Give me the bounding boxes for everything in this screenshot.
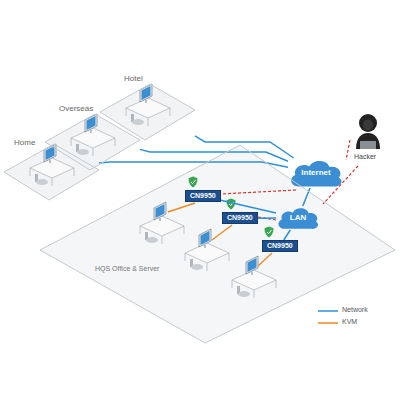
office-floor: CN9950LANCN9950CN9950HQS Office & Server	[40, 140, 395, 345]
kvm-line-sample	[318, 322, 338, 324]
site-label: Overseas	[59, 104, 93, 114]
network-link	[140, 149, 288, 161]
blocked-attack-line	[221, 190, 296, 194]
site-label: Home	[14, 138, 35, 148]
kvm-cables	[168, 203, 272, 266]
shield-icon	[264, 226, 274, 238]
shield-icon	[188, 176, 198, 188]
cloud-shape	[278, 208, 318, 229]
network-link	[99, 162, 288, 167]
outline-shape	[100, 84, 195, 140]
network-link	[195, 136, 294, 158]
remote-site-platform: Home	[4, 132, 99, 202]
network-label: Internet	[301, 168, 330, 178]
network-line-sample	[318, 310, 338, 312]
hacker-icon	[356, 114, 380, 149]
site-label: Hotel	[124, 74, 143, 84]
network-link	[303, 188, 310, 206]
outline	[100, 72, 195, 142]
actor-label: Hacker	[354, 153, 376, 161]
shields	[188, 176, 274, 238]
remote-site-platform: Hotel	[100, 72, 195, 142]
kvm-cable	[212, 225, 232, 240]
workstation	[232, 256, 276, 298]
legend-text: KVM	[342, 318, 357, 325]
device-label: CN9950	[190, 192, 216, 200]
network-link	[258, 217, 276, 219]
legend-samples	[318, 311, 338, 323]
network-cloud: LAN	[276, 206, 320, 230]
kvm-cable	[258, 253, 272, 266]
device-label: CN9950	[227, 214, 253, 222]
workstation	[71, 114, 115, 156]
legend-entry: Network	[342, 306, 368, 314]
outline-shape	[4, 144, 99, 200]
office-floor-fill	[40, 145, 395, 343]
platform-fills	[4, 84, 395, 343]
kvm-switch: CN9950	[262, 240, 298, 252]
outline-shape	[40, 145, 395, 343]
kvm-switch: CN9950	[185, 190, 221, 202]
workstation	[185, 229, 229, 271]
legend-text: Network	[342, 306, 368, 313]
remote-site-platform: Overseas	[45, 102, 140, 172]
kvm-cable	[168, 203, 195, 212]
legend-entry: KVM	[342, 318, 357, 326]
kvm-switch: CN9950	[222, 212, 258, 224]
network-link	[284, 230, 290, 240]
attack-line	[346, 140, 350, 160]
device-label: CN9950	[267, 242, 293, 250]
cloud-shape	[291, 161, 341, 187]
workstation	[126, 84, 170, 126]
floor-label: HQS Office & Server	[95, 265, 159, 273]
blocked-attack-line	[258, 217, 276, 220]
network-label: LAN	[290, 213, 306, 223]
outline-shape	[45, 114, 140, 170]
outline	[40, 140, 395, 345]
workstation	[30, 144, 74, 186]
